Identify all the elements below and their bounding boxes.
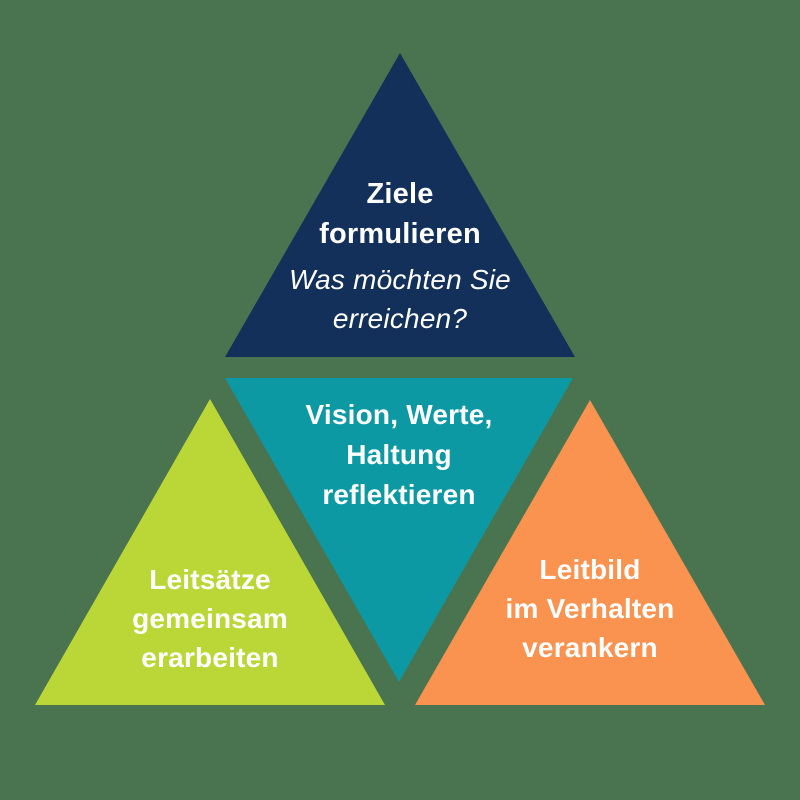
label-ziele-formulieren: Ziele formulieren Was möchten Sie erreic… — [225, 174, 575, 338]
label-line: Leitbild — [539, 554, 641, 585]
label-line: gemeinsam — [132, 603, 288, 634]
label-subtitle: Was möchten Sie erreichen? — [225, 260, 575, 338]
label-line: Leitsätze — [149, 564, 271, 595]
label-line: Vision, Werte, — [305, 399, 493, 430]
label-vision-werte-haltung: Vision, Werte, Haltung reflektieren — [225, 395, 573, 515]
label-line: verankern — [522, 632, 658, 663]
label-line: im Verhalten — [505, 593, 675, 624]
label-line: formulieren — [319, 218, 481, 250]
label-line: Ziele — [366, 178, 434, 210]
label-line: reflektieren — [322, 479, 476, 510]
label-leitbild: Leitbild im Verhalten verankern — [415, 550, 765, 667]
label-line: erarbeiten — [141, 642, 279, 673]
label-line: Was möchten Sie — [289, 264, 511, 295]
label-line: erreichen? — [332, 303, 468, 334]
label-leitsaetze: Leitsätze gemeinsam erarbeiten — [35, 560, 385, 677]
label-line: Haltung — [346, 439, 452, 470]
